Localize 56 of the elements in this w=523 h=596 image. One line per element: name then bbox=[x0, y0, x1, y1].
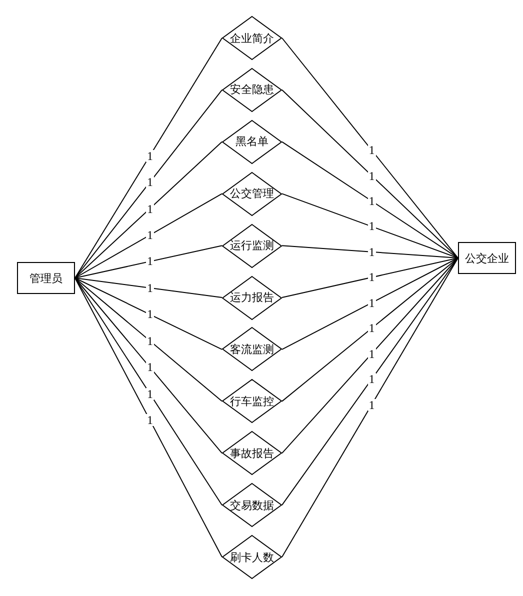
connector-line bbox=[282, 38, 458, 258]
relationship-diamond: 安全隐患 bbox=[222, 68, 282, 112]
connector-line bbox=[282, 258, 458, 298]
cardinality-label: 1 bbox=[368, 220, 376, 232]
connector-line bbox=[74, 89, 222, 278]
cardinality-label: 1 bbox=[368, 195, 376, 208]
connector-line bbox=[74, 278, 222, 350]
relationship-diamond: 事故报告 bbox=[222, 431, 282, 476]
cardinality-label: 1 bbox=[146, 282, 154, 294]
entity-box: 公交企业 bbox=[458, 242, 516, 274]
connector-line bbox=[282, 258, 458, 402]
cardinality-label: 1 bbox=[146, 361, 154, 374]
relationship-diamond: 运行监测 bbox=[222, 224, 282, 268]
cardinality-label: 1 bbox=[146, 176, 154, 188]
connector-line bbox=[282, 245, 458, 258]
relationship-diamond: 交易数据 bbox=[222, 483, 282, 528]
connector-line bbox=[74, 278, 222, 298]
cardinality-label: 1 bbox=[146, 202, 154, 215]
connector-line bbox=[282, 258, 458, 558]
connector-line bbox=[282, 258, 458, 350]
connector-line bbox=[74, 245, 222, 278]
relationship-diamond: 客流监测 bbox=[222, 327, 282, 372]
connector-line bbox=[74, 278, 222, 454]
cardinality-label: 1 bbox=[146, 229, 154, 241]
connector-line bbox=[282, 258, 458, 506]
cardinality-label: 1 bbox=[146, 308, 154, 320]
cardinality-label: 1 bbox=[368, 373, 376, 386]
connector-line bbox=[74, 193, 222, 278]
relationship-diamond: 运力报告 bbox=[222, 276, 282, 320]
cardinality-label: 1 bbox=[368, 348, 376, 360]
connector-line bbox=[282, 258, 458, 454]
cardinality-label: 1 bbox=[368, 170, 376, 182]
cardinality-label: 1 bbox=[146, 334, 154, 347]
connector-line bbox=[74, 278, 222, 558]
cardinality-label: 1 bbox=[146, 150, 154, 162]
connector-line bbox=[282, 89, 458, 258]
cardinality-label: 1 bbox=[368, 398, 376, 410]
connector-line bbox=[282, 193, 458, 258]
connector-line bbox=[74, 278, 222, 402]
connector-line bbox=[74, 141, 222, 278]
relationship-diamond: 黑名单 bbox=[222, 120, 282, 164]
cardinality-label: 1 bbox=[368, 246, 376, 258]
cardinality-label: 1 bbox=[368, 271, 376, 284]
relationship-diamond: 刷卡人数 bbox=[222, 535, 282, 579]
cardinality-label: 1 bbox=[368, 144, 376, 156]
relationship-diamond: 企业简介 bbox=[222, 16, 282, 60]
entity-box: 管理员 bbox=[17, 262, 75, 294]
connector-line bbox=[74, 38, 222, 278]
cardinality-label: 1 bbox=[368, 296, 376, 309]
relationship-diamond: 公交管理 bbox=[222, 172, 282, 216]
cardinality-label: 1 bbox=[146, 388, 154, 400]
cardinality-label: 1 bbox=[146, 414, 154, 426]
cardinality-label: 1 bbox=[146, 255, 154, 268]
cardinality-label: 1 bbox=[368, 322, 376, 334]
relationship-diamond: 行车监控 bbox=[222, 379, 282, 424]
connector-line bbox=[282, 141, 458, 258]
